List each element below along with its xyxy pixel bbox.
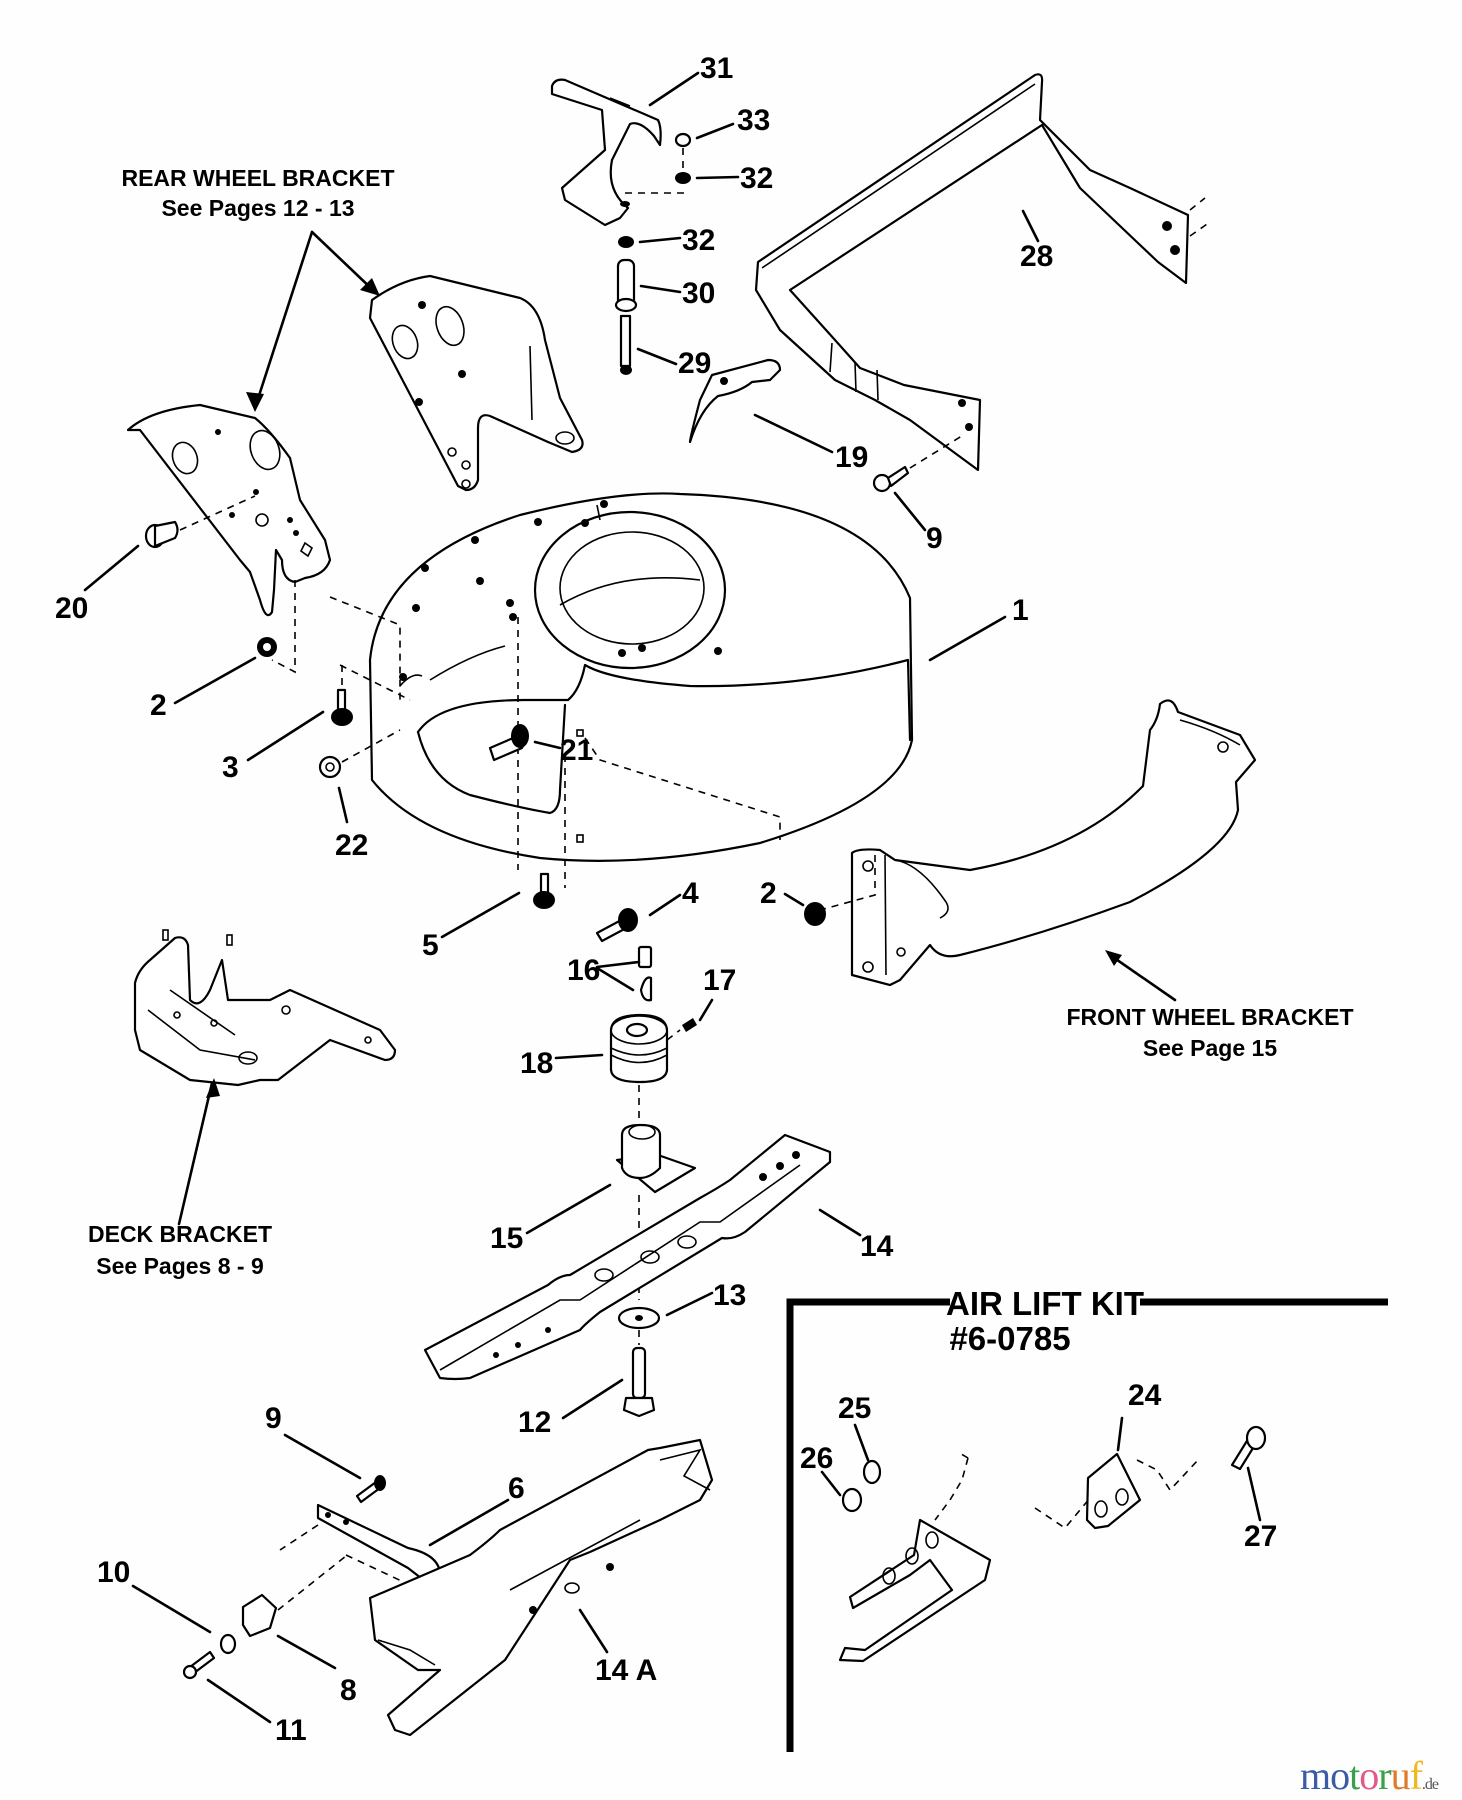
callout-22: 22 [335, 829, 368, 862]
callout-28: 28 [1020, 240, 1053, 273]
callout-9-top: 9 [926, 522, 943, 555]
callout-20: 20 [55, 592, 88, 625]
callout-21: 21 [560, 734, 593, 767]
part-9-bolt-bottom: 9 [265, 1402, 386, 1504]
part-20-bolt: 20 [55, 495, 256, 625]
part-14-blade: 14 [423, 1133, 894, 1381]
rear-wheel-bracket-reference: REAR WHEEL BRACKET See Pages 12 - 13 [121, 165, 395, 412]
front-wheel-bracket-label: FRONT WHEEL BRACKET [1066, 1004, 1353, 1030]
rear-wheel-bracket-right [368, 274, 584, 492]
part-19-baffle: 19 [688, 358, 868, 474]
callout-6: 6 [508, 1472, 525, 1505]
part-32-washer-top: 32 [675, 148, 773, 195]
callout-4: 4 [682, 877, 699, 910]
part-1-deck-housing: 1 [329, 492, 1029, 888]
part-17-set-screw: 17 [682, 964, 736, 1032]
part-12-bolt: 12 [518, 1330, 656, 1439]
air-lift-kit-label: AIR LIFT KIT [946, 1285, 1144, 1322]
callout-13: 13 [713, 1279, 746, 1312]
callout-3: 3 [222, 751, 239, 784]
watermark-letter: r [1378, 1753, 1391, 1798]
part-29-bolt: 29 [619, 314, 711, 380]
air-lift-kit-part-number: #6-0785 [949, 1320, 1070, 1357]
kit-blade-end [838, 1518, 992, 1663]
callout-11: 11 [275, 1714, 307, 1747]
part-27-bolt: 27 [1230, 1425, 1277, 1553]
callout-32-top: 32 [740, 162, 773, 195]
part-31-bracket: 31 [550, 52, 733, 227]
callout-15: 15 [490, 1222, 523, 1255]
callout-27: 27 [1244, 1520, 1277, 1553]
part-2-nut-right: 2 [760, 877, 826, 926]
callout-30: 30 [682, 277, 715, 310]
callout-17: 17 [703, 964, 736, 997]
rear-wheel-bracket-note: See Pages 12 - 13 [161, 195, 354, 221]
callout-32-bottom: 32 [682, 224, 715, 257]
deck-bracket: DECK BRACKET See Pages 8 - 9 [88, 929, 397, 1279]
part-13-washer: 13 [617, 1279, 746, 1330]
rear-bracket-arrow-left [253, 230, 314, 410]
part-18-pulley: 18 [520, 1013, 681, 1130]
callout-16: 16 [567, 954, 600, 987]
part-26-nut: 26 [800, 1442, 863, 1513]
part-4-bolt: 4 [595, 877, 699, 943]
callout-5: 5 [422, 929, 439, 962]
callout-29: 29 [678, 347, 711, 380]
callout-9-bottom: 9 [265, 1402, 282, 1435]
part-24-air-lift-plate: 24 [1085, 1379, 1162, 1530]
part-22-washer: 22 [318, 729, 401, 862]
rear-bracket-arrow-right [310, 230, 377, 294]
callout-2-left: 2 [150, 689, 167, 722]
callout-33: 33 [737, 104, 770, 137]
part-9-bolt-top: 9 [872, 433, 966, 555]
deck-bracket-note: See Pages 8 - 9 [96, 1253, 264, 1279]
part-2-nut-left: 2 [150, 580, 296, 722]
arrow-head [360, 278, 380, 296]
callout-10: 10 [97, 1556, 130, 1589]
part-10-washer: 10 [97, 1556, 237, 1655]
callout-12: 12 [518, 1406, 551, 1439]
rear-wheel-bracket-label: REAR WHEEL BRACKET [121, 165, 394, 191]
front-wheel-bracket: FRONT WHEEL BRACKET See Page 15 [819, 699, 1354, 1061]
kit-frame-left [786, 1298, 950, 1752]
callout-19: 19 [835, 441, 868, 474]
callout-2-right: 2 [760, 877, 777, 910]
part-3-screw: 3 [222, 665, 353, 784]
watermark-letter: o [1359, 1753, 1379, 1798]
deck-bracket-label: DECK BRACKET [88, 1221, 272, 1247]
callout-26: 26 [800, 1442, 833, 1475]
callout-1: 1 [1012, 594, 1029, 627]
arrow-head [246, 392, 264, 412]
part-16-keys: 16 [567, 945, 653, 1002]
part-15-blade-adapter: 15 [490, 1123, 697, 1300]
part-32-washer-bottom: 32 [618, 224, 715, 257]
rear-wheel-bracket-left [126, 403, 332, 617]
watermark-letter: t [1349, 1753, 1360, 1798]
part-25-washer: 25 [838, 1392, 882, 1485]
part-33-nut: 33 [674, 104, 770, 148]
part-14a-blade: 14 A [368, 1438, 714, 1737]
watermark-logo: motoruf.de [1300, 1752, 1439, 1799]
part-28-frame: 28 [754, 73, 1211, 472]
callout-8: 8 [340, 1674, 357, 1707]
front-wheel-bracket-note: See Page 15 [1143, 1035, 1277, 1061]
callout-14: 14 [860, 1230, 894, 1263]
watermark-letter: m [1300, 1753, 1331, 1798]
callout-14a: 14 A [595, 1654, 657, 1687]
watermark-tld: .de [1421, 1776, 1439, 1793]
part-5-screw: 5 [422, 872, 555, 962]
part-11-screw: 11 [182, 1650, 307, 1747]
callout-18: 18 [520, 1047, 553, 1080]
watermark-letter: f [1409, 1753, 1423, 1798]
air-lift-kit-section: AIR LIFT KIT #6-0785 24 25 26 [786, 1285, 1388, 1752]
part-8-block: 8 [241, 1555, 357, 1707]
callout-24: 24 [1128, 1379, 1162, 1412]
watermark-letter: o [1330, 1753, 1350, 1798]
callout-25: 25 [838, 1392, 871, 1425]
watermark-letter: u [1390, 1753, 1411, 1798]
callout-31: 31 [700, 52, 733, 85]
part-30-spacer: 30 [614, 258, 715, 313]
part-21-bolt: 21 [488, 724, 593, 767]
